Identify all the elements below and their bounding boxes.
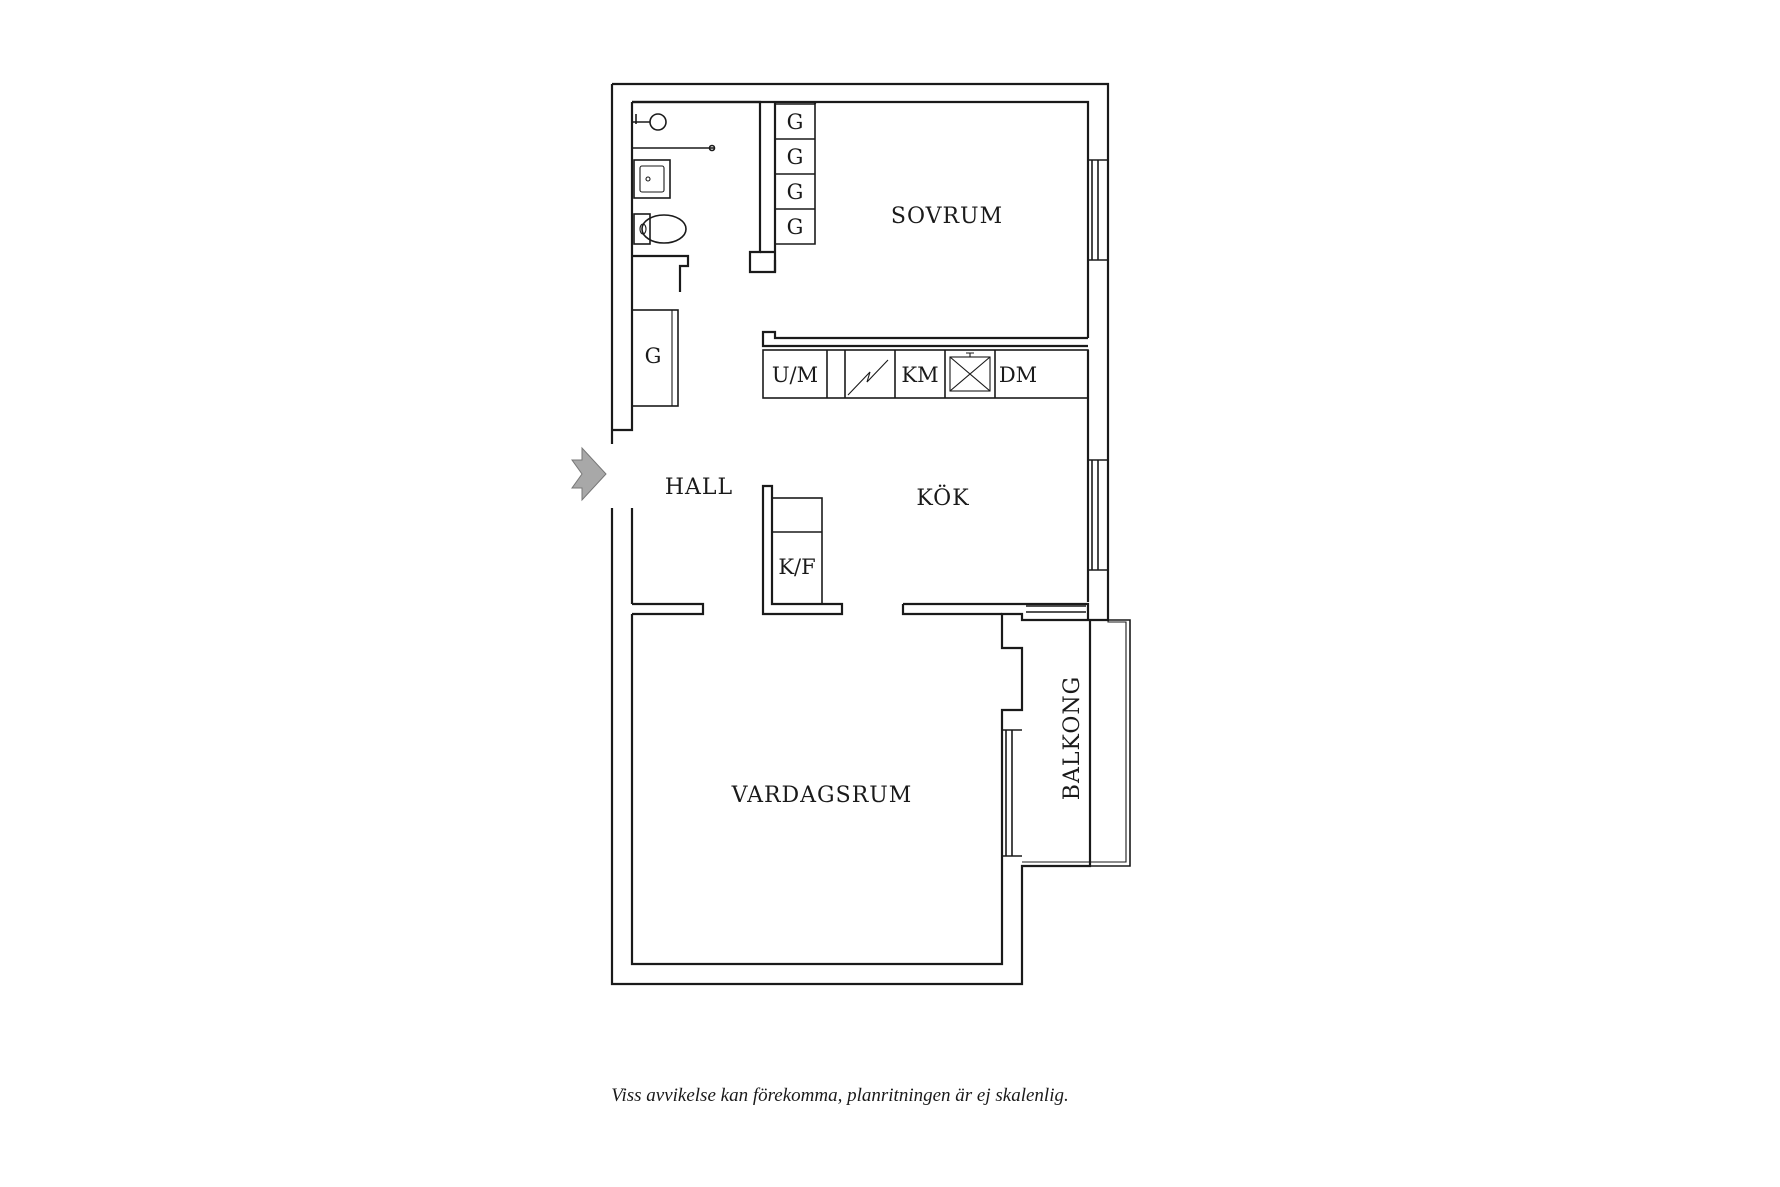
living-room-window — [1002, 729, 1022, 857]
washer-dryer-label: U/M — [772, 363, 818, 387]
sink-icon — [633, 159, 671, 199]
balcony — [1022, 619, 1131, 867]
room-label-hall: HALL — [665, 475, 733, 500]
wardrobe-label: G — [787, 215, 804, 239]
microwave-label: KM — [901, 363, 938, 387]
bedroom-window — [1088, 159, 1108, 261]
wardrobe-label: G — [787, 145, 804, 169]
wardrobe-label: G — [787, 180, 804, 204]
room-label-kok: KÖK — [916, 484, 969, 511]
shower-icon — [633, 113, 667, 131]
stove-icon — [847, 359, 889, 396]
outer-walls — [610, 82, 1110, 986]
hall-wardrobe: G — [631, 309, 679, 407]
balcony-door — [1026, 605, 1086, 613]
bedroom-walls — [761, 102, 1088, 348]
kitchen-window — [1088, 459, 1108, 571]
room-label-vardagsrum: VARDAGSRUM — [731, 783, 913, 808]
room-label-balkong: BALKONG — [1060, 676, 1085, 800]
toilet-icon — [633, 213, 687, 245]
room-label-sovrum: SOVRUM — [891, 204, 1003, 229]
kitchen-counter: U/M KM DM — [762, 349, 1089, 399]
entrance-arrow-icon — [571, 446, 607, 502]
wardrobe-label: G — [645, 344, 662, 368]
fridge-freezer: K/F — [761, 484, 844, 616]
disclaimer-caption: Viss avvikelse kan förekomma, planritnin… — [611, 1085, 1069, 1106]
bathroom — [632, 100, 762, 292]
fridge-freezer-label: K/F — [778, 555, 815, 579]
wardrobe-stack: G G G G — [760, 102, 816, 274]
dishwasher-label: DM — [999, 363, 1037, 387]
dishwasher-icon — [949, 352, 991, 392]
wardrobe-label: G — [787, 110, 804, 134]
